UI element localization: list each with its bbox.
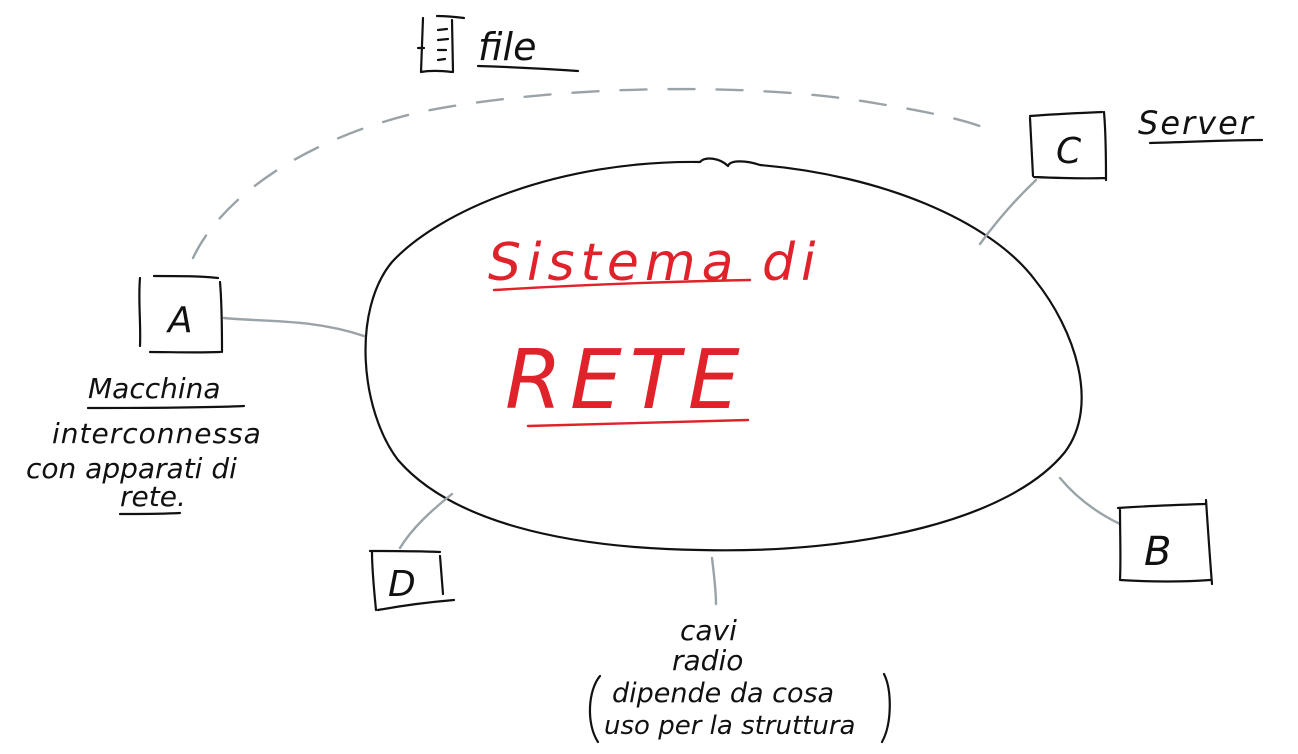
network-title-underline [492,278,752,292]
macchina-line3: con apparati di [26,452,237,485]
file-transfer-dashed-link [191,87,987,260]
radio-label: radio [672,644,743,677]
node-a: A [138,274,224,354]
file-label: file [478,25,536,69]
server-underline [1148,138,1264,145]
macchina-line4: rete. [120,480,186,513]
link-a [222,316,366,338]
node-d-letter: D [388,564,416,605]
node-c: C [1028,110,1108,182]
note-line1: dipende da cosa [612,678,834,709]
node-c-letter: C [1056,131,1082,172]
file-underline [476,64,580,73]
macchina-label: Macchina [88,372,221,405]
link-d [398,492,454,550]
cavi-label: cavi [680,614,737,647]
server-label: Server [1138,104,1255,142]
network-cloud [364,157,1083,552]
node-d: D [368,549,456,612]
network-title-line2: RETE [505,333,748,428]
note-bracket-right [880,672,891,744]
node-b-letter: B [1144,529,1171,575]
macchina-underline [86,404,246,410]
network-title-line1: Sistema di [488,233,821,293]
link-cables [710,556,718,606]
rete-underline [118,511,182,516]
node-a-letter: A [166,300,193,341]
note-bracket-left [588,674,602,744]
document-icon [416,14,466,74]
network-rete-underline [526,418,750,428]
note-line2: uso per la struttura [604,711,855,741]
link-c [978,178,1038,246]
link-b [1058,476,1122,526]
node-b: B [1116,498,1214,586]
macchina-line2: interconnessa [52,417,262,450]
